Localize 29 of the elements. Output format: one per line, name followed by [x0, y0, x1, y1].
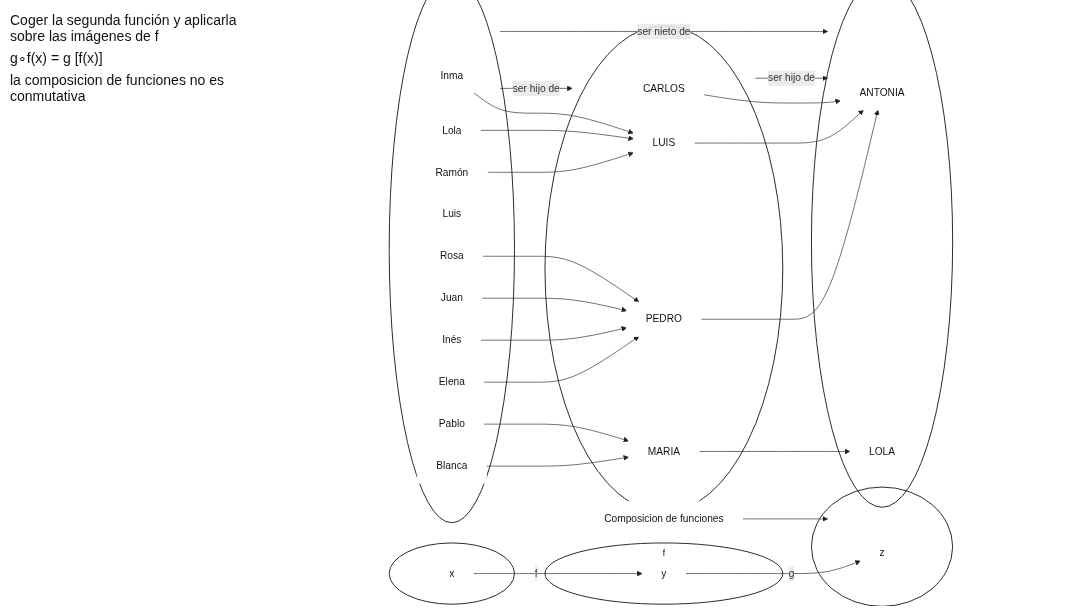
node-text: y: [661, 567, 667, 579]
note-text: Coger la segunda función y aplicarla sobre las imágenes de f: [10, 12, 238, 44]
node-text: Ramón: [435, 166, 469, 178]
node-text: ANTONIA: [859, 87, 905, 98]
edge-label: ser hijo de: [512, 82, 560, 94]
note-text: la composicion de funciones no es conmutativa: [10, 72, 226, 104]
node-text: z: [879, 546, 885, 558]
cluster: [810, 486, 954, 606]
cluster: [388, 0, 515, 524]
edge-label: ser nieto de: [637, 25, 691, 37]
node-text: PEDRO: [645, 313, 682, 325]
node-text: Luis: [442, 208, 462, 220]
node-text: LUIS: [652, 137, 676, 149]
node-text: Inés: [442, 334, 462, 346]
edge-label: g: [788, 567, 795, 579]
node-text: Juan: [440, 292, 463, 304]
note-text: g∘f(x) = g [f(x)]: [10, 50, 104, 66]
node-text: Rosa: [439, 250, 464, 262]
node-text: Elena: [438, 376, 465, 388]
cluster: [388, 542, 515, 605]
node-text: MARIA: [647, 445, 680, 457]
node-text: CARLOS: [642, 82, 685, 94]
node-text: Pablo: [438, 418, 465, 430]
node-text: Lola: [442, 124, 462, 136]
edge-label: f: [534, 567, 538, 579]
node-text: x: [449, 567, 455, 579]
edge-label: ser hijo de: [768, 72, 816, 84]
node-text: LOLA: [869, 445, 896, 457]
node-text: Inma: [440, 69, 464, 81]
